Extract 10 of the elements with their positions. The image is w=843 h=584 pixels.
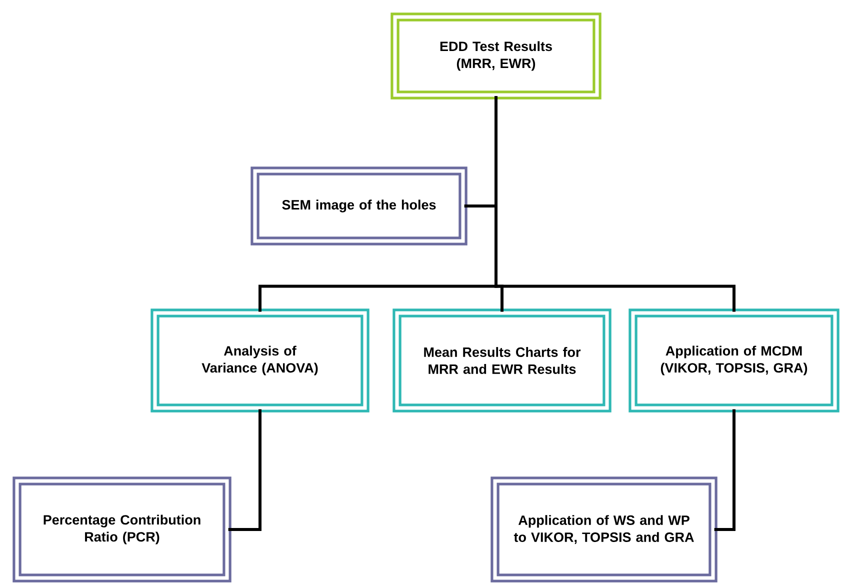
process-box: Application of WS and WP to VIKOR, TOPSIS and GRA <box>490 476 718 582</box>
connector-line <box>228 409 262 531</box>
process-box: Mean Results Charts for MRR and EWR Results <box>392 308 612 412</box>
process-box: Application of MCDM (VIKOR, TOPSIS, GRA) <box>628 308 840 412</box>
process-box: Percentage Contribution Ratio (PCR) <box>12 476 232 582</box>
connector-line <box>494 96 736 312</box>
process-box: Analysis of Variance (ANOVA) <box>150 308 370 412</box>
process-box: SEM image of the holes <box>250 166 468 246</box>
connector-line <box>714 409 736 531</box>
process-box: EDD Test Results (MRR, EWR) <box>390 12 602 100</box>
